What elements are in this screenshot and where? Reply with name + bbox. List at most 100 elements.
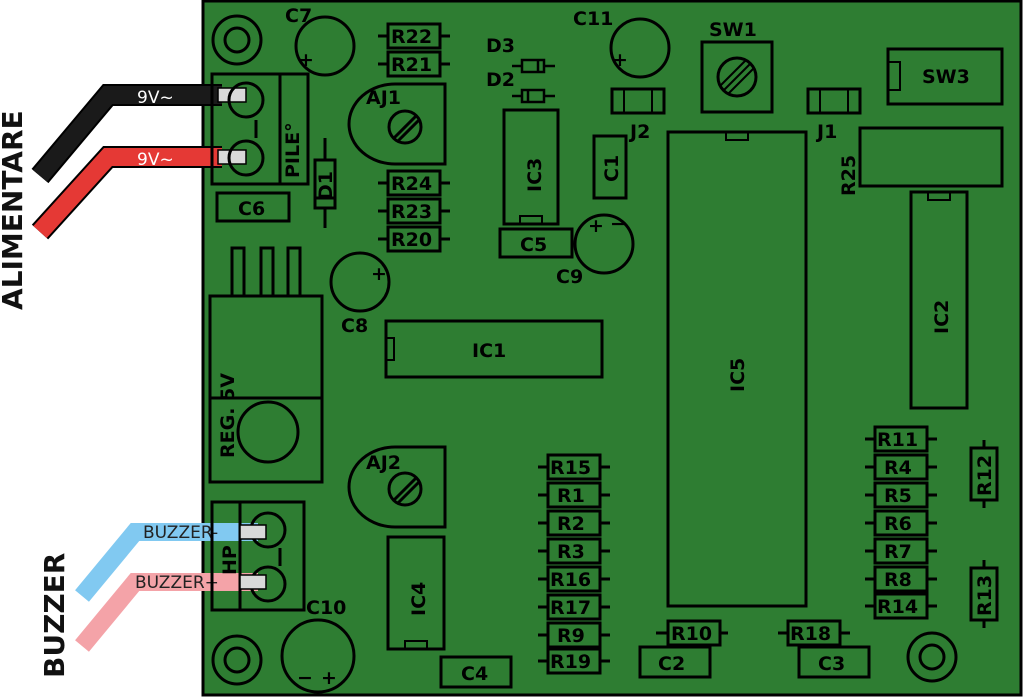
label-r4: R4 [884, 457, 912, 479]
label-r11: R11 [877, 429, 918, 451]
label-d3: D3 [486, 35, 515, 57]
jumper-j1 [806, 87, 862, 115]
label-ic2: IC2 [931, 300, 953, 334]
label-r14: R14 [877, 596, 918, 618]
label-r3: R3 [557, 541, 585, 563]
wire-blue: BUZZER- [75, 523, 258, 602]
label-ic4: IC4 [408, 582, 430, 616]
capacitor-c5-outline [498, 227, 574, 259]
capacitor-c4-outline [439, 655, 513, 689]
c10-plus: + [321, 667, 337, 689]
label-d1: D1 [315, 171, 337, 200]
resistor-r13 [969, 560, 999, 628]
ic3-notch [519, 215, 543, 225]
label-hp: HP [219, 545, 241, 575]
trimmer-aj2 [347, 445, 447, 529]
label-r25: R25 [838, 155, 860, 196]
c10-minus: − [297, 667, 313, 689]
terminal-power [210, 72, 310, 186]
mounting-hole-top-left [211, 14, 263, 66]
label-ic1: IC1 [472, 340, 506, 362]
diode-d2 [512, 88, 555, 104]
label-r6: R6 [884, 513, 912, 535]
wire-tip-blue [239, 524, 267, 540]
label-j2: J2 [628, 121, 650, 143]
trimmer-aj1 [347, 82, 447, 166]
label-r2: R2 [557, 513, 585, 535]
wire-tip-pink [239, 574, 267, 590]
label-r13: R13 [974, 575, 996, 616]
label-c9: C9 [556, 266, 583, 288]
c11-plus: + [612, 49, 628, 71]
ic5-notch [725, 131, 749, 141]
label-r19: R19 [550, 651, 591, 673]
label-r17: R17 [550, 597, 591, 619]
label-d2: D2 [486, 69, 515, 91]
wire-pink: BUZZER+ [75, 573, 258, 652]
label-sw1: SW1 [709, 19, 757, 41]
resistor-column-center [538, 453, 610, 675]
label-c8: C8 [341, 315, 368, 337]
wire-tip-red [217, 149, 247, 165]
label-r24: R24 [391, 173, 432, 195]
c9-plus: + [588, 215, 604, 237]
wire-red: 9V~ [31, 146, 222, 240]
capacitor-c2-outline [638, 645, 712, 679]
label-r8: R8 [884, 569, 912, 591]
diode-d3 [512, 58, 555, 74]
trimmer-r25 [858, 126, 1004, 188]
label-r1: R1 [557, 485, 585, 507]
capacitor-c3-outline [797, 645, 871, 679]
ic4-notch [404, 640, 428, 650]
label-c3: C3 [818, 653, 845, 675]
wire-label-black: 9V~ [137, 88, 174, 108]
capacitor-c9 [573, 213, 635, 275]
label-c4: C4 [461, 663, 488, 685]
label-ic5: IC5 [727, 358, 749, 392]
wire-label-buzzer-minus: BUZZER- [143, 523, 218, 543]
label-j1: J1 [815, 121, 837, 143]
ic2-notch [927, 191, 951, 201]
label-c11: C11 [573, 8, 613, 30]
wire-label-red: 9V~ [137, 150, 174, 170]
label-r15: R15 [550, 457, 591, 479]
capacitor-c6-outline [215, 191, 291, 223]
jumper-j2 [610, 87, 666, 115]
c7-plus: + [298, 49, 314, 71]
label-r9: R9 [557, 625, 585, 647]
label-r22: R22 [391, 26, 432, 48]
label-aj2: AJ2 [366, 452, 401, 474]
label-r21: R21 [391, 54, 432, 76]
label-r16: R16 [550, 569, 591, 591]
resistor-r12 [969, 440, 999, 508]
switch-sw1 [700, 40, 774, 114]
label-c7: C7 [285, 5, 312, 27]
label-alimentare: ALIMENTARE [0, 110, 29, 310]
label-reg: REG. 5V [217, 373, 239, 458]
label-c6: C6 [238, 198, 265, 220]
resistor-r20 [378, 225, 450, 253]
diode-d1 [313, 138, 337, 228]
resistor-r24 [378, 169, 450, 197]
mounting-hole-bottom-right [906, 631, 958, 683]
c8-plus: + [371, 263, 387, 285]
capacitor-c1-outline [592, 134, 628, 200]
label-r10: R10 [671, 623, 712, 645]
label-ic3: IC3 [524, 158, 546, 192]
mounting-hole-bottom-left [211, 634, 263, 686]
label-c10: C10 [306, 597, 346, 619]
resistor-r10 [656, 619, 728, 647]
label-r20: R20 [391, 229, 432, 251]
label-c5: C5 [520, 234, 547, 256]
label-r23: R23 [391, 201, 432, 223]
resistor-column-right [865, 425, 937, 620]
label-r12: R12 [974, 455, 996, 496]
label-r7: R7 [884, 541, 912, 563]
label-aj1: AJ1 [366, 87, 401, 109]
resistor-r18 [778, 619, 850, 647]
ic1-notch [385, 337, 395, 361]
label-buzzer: BUZZER [38, 553, 71, 678]
resistor-r21 [378, 50, 450, 78]
label-r18: R18 [790, 623, 831, 645]
